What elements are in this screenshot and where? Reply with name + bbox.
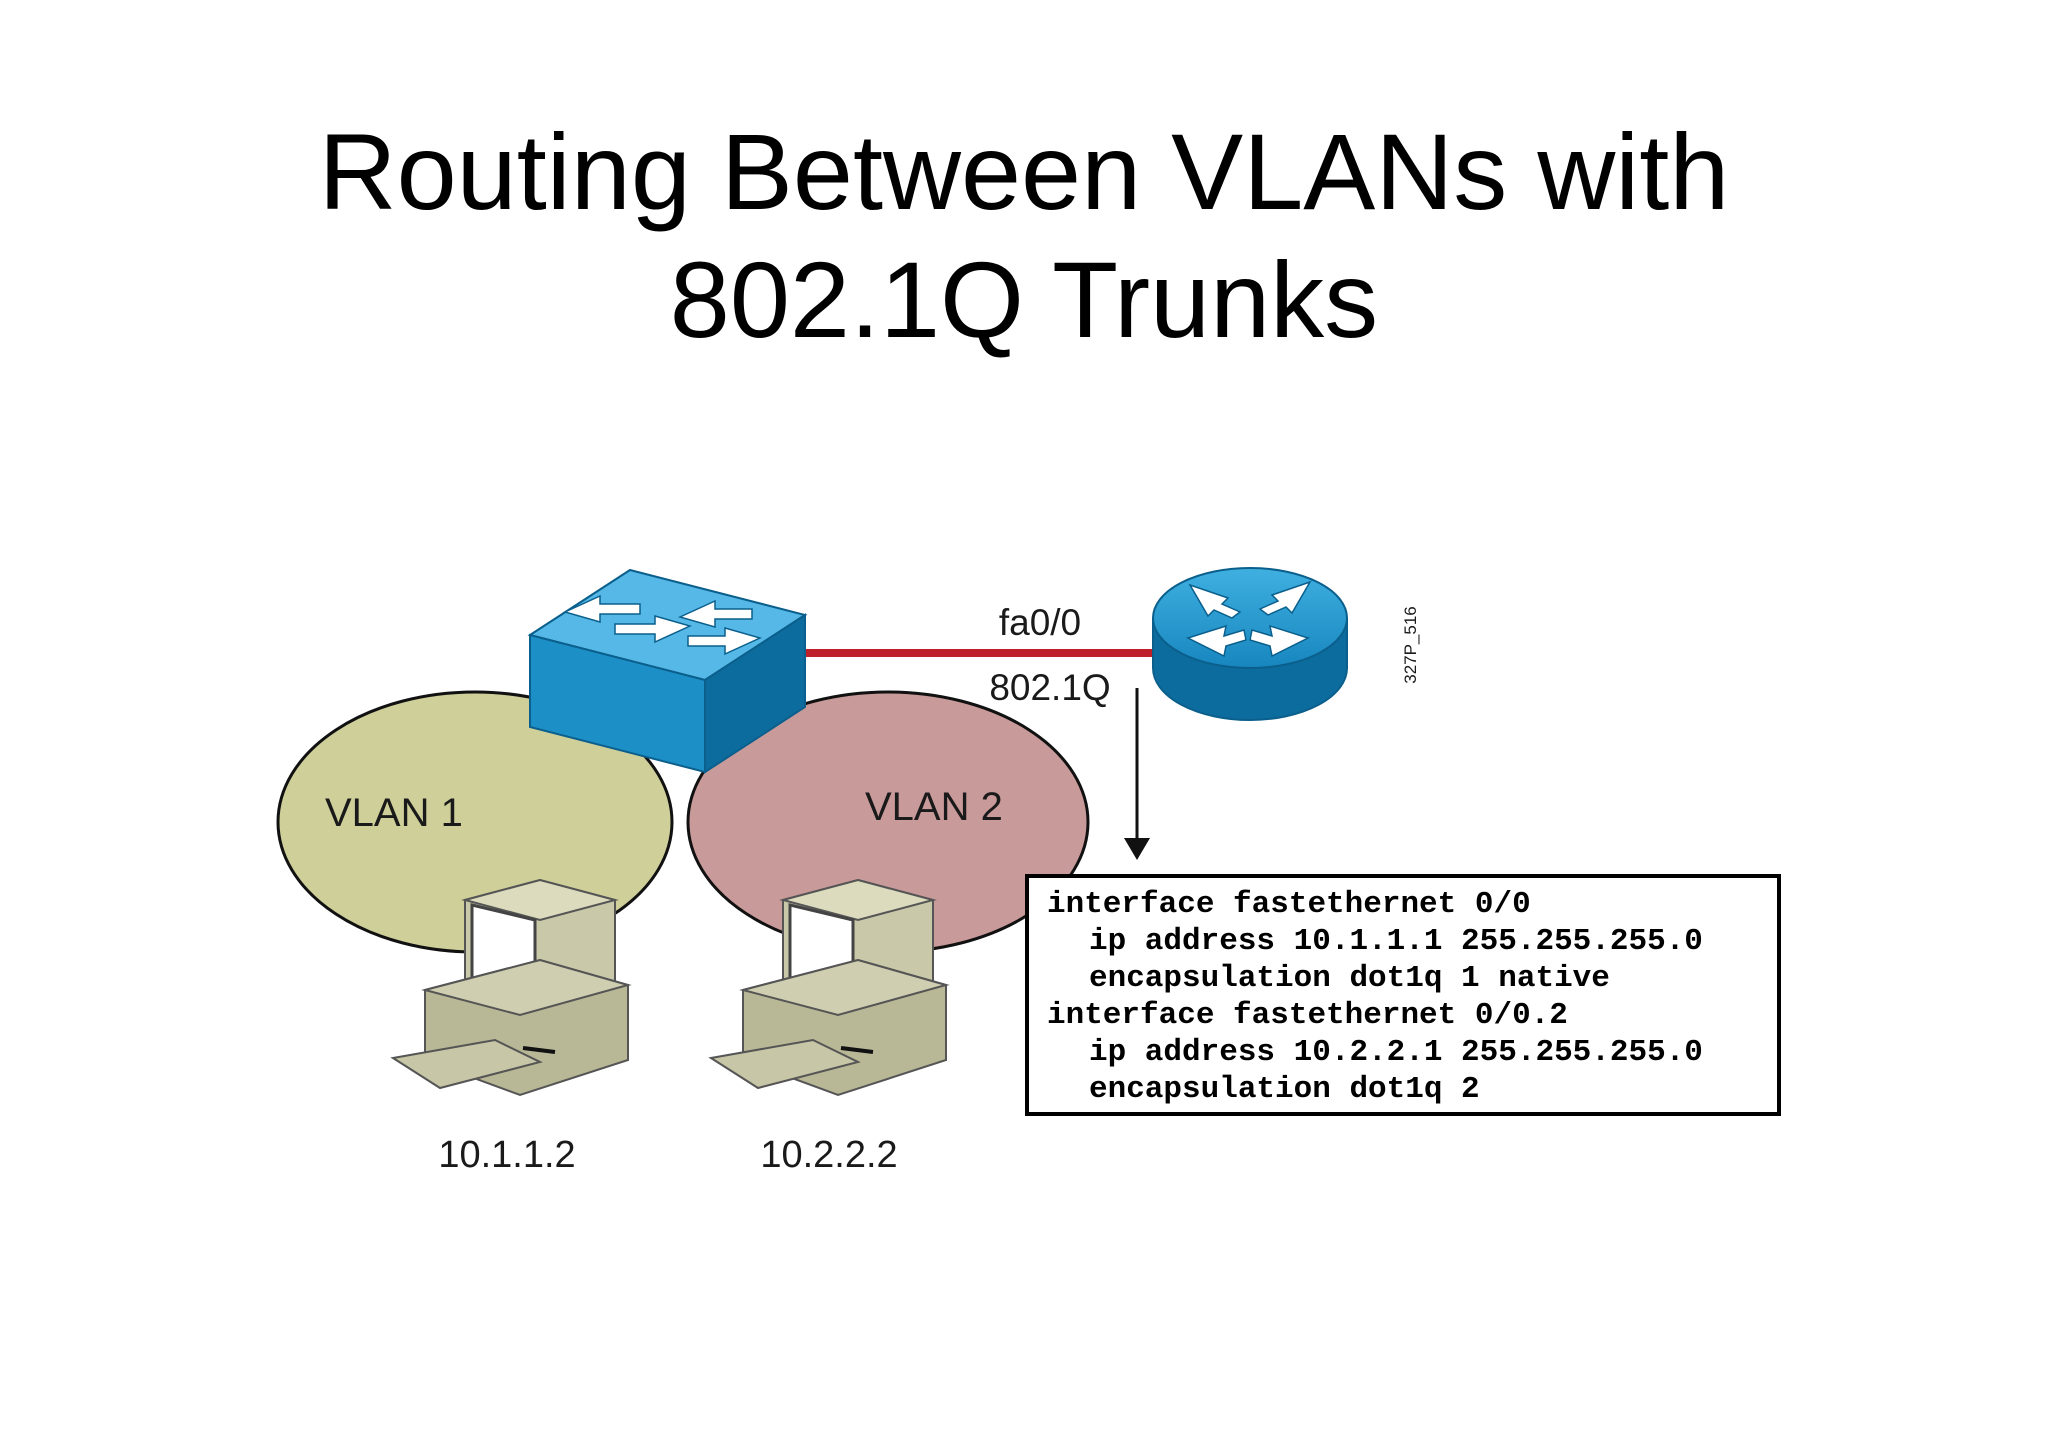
vlan1-label: VLAN 1 bbox=[325, 791, 463, 835]
pc-icon bbox=[390, 878, 632, 1097]
router-config-box: interface fastethernet 0/0 ip address 10… bbox=[1025, 874, 1781, 1116]
config-arrow-head bbox=[1124, 838, 1150, 860]
config-line: encapsulation dot1q 2 bbox=[1089, 1072, 1480, 1107]
config-line: ip address 10.2.2.1 255.255.255.0 bbox=[1089, 1035, 1703, 1070]
figure-code: 327P_516 bbox=[1401, 606, 1420, 684]
host1-ip: 10.1.1.2 bbox=[438, 1134, 575, 1176]
config-line: interface fastethernet 0/0.2 bbox=[1047, 998, 1568, 1033]
config-line: encapsulation dot1q 1 native bbox=[1089, 961, 1610, 996]
slide-title: Routing Between VLANs with 802.1Q Trunks bbox=[0, 108, 2048, 364]
config-line: ip address 10.1.1.1 255.255.255.0 bbox=[1089, 924, 1703, 959]
slide-title-line-1: Routing Between VLANs with bbox=[318, 111, 1730, 232]
link-interface-label: fa0/0 bbox=[999, 602, 1081, 643]
switch-icon bbox=[527, 568, 808, 774]
link-encapsulation-label: 802.1Q bbox=[989, 667, 1110, 708]
host2-ip: 10.2.2.2 bbox=[760, 1134, 897, 1176]
vlan2-label: VLAN 2 bbox=[865, 785, 1003, 829]
config-line: interface fastethernet 0/0 bbox=[1047, 887, 1531, 922]
pc-icon bbox=[708, 878, 950, 1097]
router-icon bbox=[1152, 567, 1348, 721]
slide-title-line-2: 802.1Q Trunks bbox=[669, 239, 1379, 360]
